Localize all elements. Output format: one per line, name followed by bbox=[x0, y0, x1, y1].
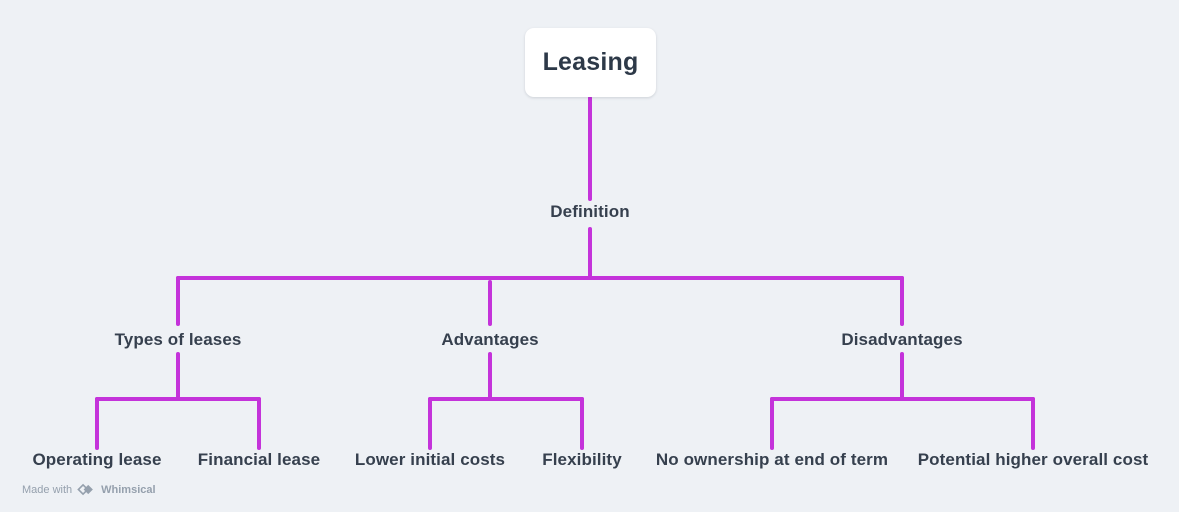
connector-types-trunk bbox=[176, 352, 180, 401]
connector-drop-operating-lease bbox=[95, 397, 99, 450]
connector-drop-flexibility bbox=[580, 397, 584, 450]
node-flexibility[interactable]: Flexibility bbox=[537, 450, 627, 470]
node-financial-lease[interactable]: Financial lease bbox=[192, 450, 326, 470]
watermark-brand: Whimsical bbox=[101, 483, 156, 496]
node-disadvantages[interactable]: Disadvantages bbox=[836, 330, 968, 350]
connector-drop-disadvantages bbox=[900, 276, 904, 326]
connector-advantages-trunk bbox=[488, 352, 492, 401]
connector-advantages-rail bbox=[428, 397, 584, 401]
whimsical-logo-icon bbox=[77, 483, 96, 496]
connector-types-rail bbox=[95, 397, 261, 401]
connector-root-trunk-lower bbox=[588, 227, 592, 278]
connector-root-trunk-upper bbox=[588, 96, 592, 201]
watermark-made-with: Made with bbox=[22, 483, 73, 496]
node-definition[interactable]: Definition bbox=[545, 202, 635, 222]
watermark[interactable]: Made with Whimsical bbox=[22, 483, 156, 496]
node-operating-lease[interactable]: Operating lease bbox=[27, 450, 167, 470]
connector-drop-potential-higher-cost bbox=[1031, 397, 1035, 450]
connector-disadvantages-trunk bbox=[900, 352, 904, 401]
connector-drop-no-ownership bbox=[770, 397, 774, 450]
node-no-ownership-at-end-of-term[interactable]: No ownership at end of term bbox=[650, 450, 894, 470]
connector-drop-types bbox=[176, 276, 180, 326]
node-potential-higher-overall-cost[interactable]: Potential higher overall cost bbox=[912, 450, 1154, 470]
node-advantages[interactable]: Advantages bbox=[436, 330, 544, 350]
node-leasing-label: Leasing bbox=[542, 48, 639, 76]
connector-main-rail bbox=[176, 276, 904, 280]
connector-disadvantages-rail bbox=[770, 397, 1035, 401]
connector-drop-lower-initial-costs bbox=[428, 397, 432, 450]
node-types-of-leases[interactable]: Types of leases bbox=[109, 330, 247, 350]
connector-drop-advantages bbox=[488, 280, 492, 326]
node-lower-initial-costs[interactable]: Lower initial costs bbox=[349, 450, 511, 470]
connector-drop-financial-lease bbox=[257, 397, 261, 450]
node-leasing[interactable]: Leasing bbox=[525, 28, 656, 97]
